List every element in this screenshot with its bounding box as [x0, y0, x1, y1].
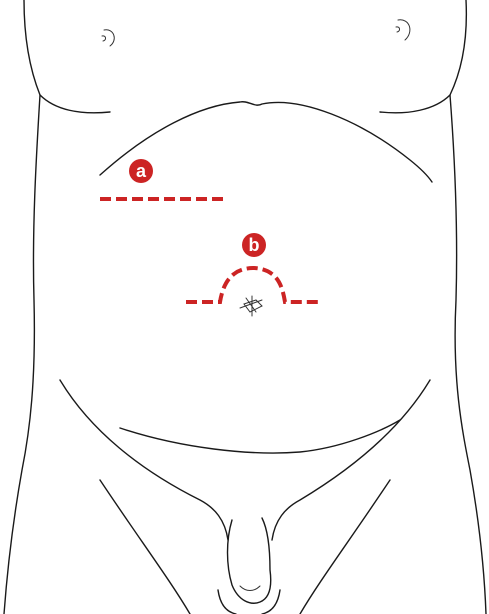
incision-b: b	[186, 233, 322, 302]
left-chest-curve	[40, 95, 110, 113]
left-inner-thigh-line	[100, 480, 190, 614]
incision-a: a	[100, 159, 226, 199]
incision-b-label: b	[249, 235, 260, 255]
lower-abdominal-fold	[120, 420, 400, 453]
umbilicus	[240, 296, 262, 316]
right-groin-line	[272, 380, 430, 540]
torso-outline	[4, 0, 486, 614]
right-nipple	[396, 20, 410, 40]
right-inner-thigh-line	[300, 480, 390, 614]
left-nipple	[102, 30, 114, 46]
incision-a-label: a	[136, 161, 147, 181]
left-groin-line	[60, 380, 228, 540]
right-chest-curve	[380, 95, 450, 113]
genital-outline	[218, 518, 280, 614]
incision-b-line	[186, 268, 322, 302]
right-flank-line	[450, 0, 486, 614]
left-flank-line	[4, 0, 40, 614]
